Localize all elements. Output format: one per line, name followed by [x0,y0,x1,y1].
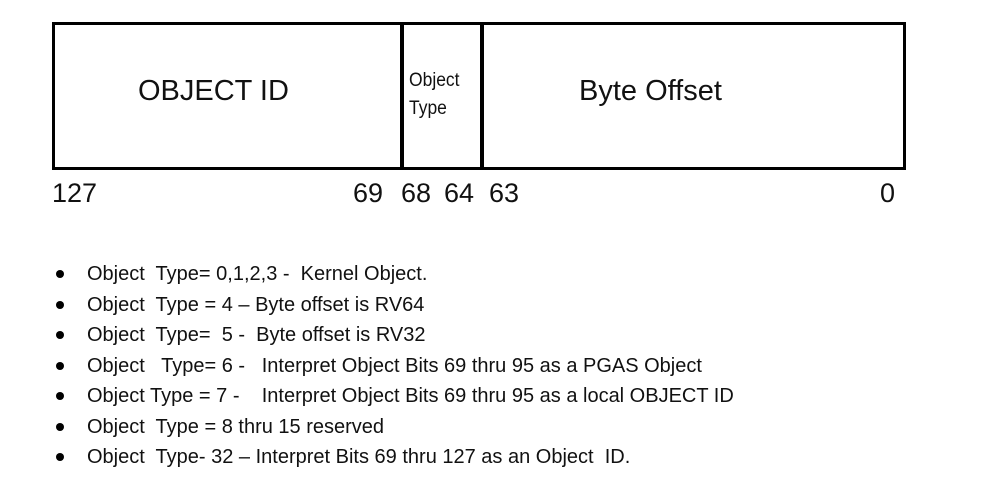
register-format-diagram: OBJECT ID Object Type Byte Offset [52,22,906,170]
bullet-icon [56,392,64,400]
byte-offset-field-label: Byte Offset [579,75,722,107]
bit-label-64: 64 [444,178,475,208]
bullet-icon [56,331,64,339]
object-type-label-line1: Object [409,70,460,91]
bit-label-69: 69 [353,178,384,208]
list-item: Object Type = 4 – Byte offset is RV64 [52,290,734,321]
list-item-text: Object Type= 5 - Byte offset is RV32 [87,324,426,346]
bit-label-63: 63 [489,178,520,208]
object-type-label-line2: Type [409,98,447,119]
bullet-icon [56,361,64,370]
list-item-text: Object Type = 8 thru 15 reserved [87,415,385,438]
bullet-icon [56,453,64,461]
object-type-list: Object Type= 0,1,2,3 - Kernel Object. Ob… [52,259,734,473]
bullet-icon [56,300,64,309]
list-item: Object Type = 7 - Interpret Object Bits … [52,381,734,412]
field-divider [480,25,484,167]
list-item-text: Object Type= 0,1,2,3 - Kernel Object. [87,263,428,285]
bullet-icon [56,270,64,278]
bit-label-127: 127 [52,178,98,208]
bullet-icon [56,422,64,431]
list-item-text: Object Type= 6 - Interpret Object Bits 6… [87,354,702,377]
bit-label-68: 68 [401,178,432,208]
list-item-text: Object Type = 4 – Byte offset is RV64 [87,293,425,316]
list-item-text: Object Type- 32 – Interpret Bits 69 thru… [87,446,631,468]
list-item-text: Object Type = 7 - Interpret Object Bits … [87,385,734,407]
list-item: Object Type = 8 thru 15 reserved [52,412,734,443]
list-item: Object Type= 5 - Byte offset is RV32 [52,320,734,351]
bit-label-0: 0 [880,178,896,208]
list-item: Object Type= 6 - Interpret Object Bits 6… [52,351,734,382]
list-item: Object Type= 0,1,2,3 - Kernel Object. [52,259,734,290]
object-type-field-label: Object Type [409,67,473,123]
list-item: Object Type- 32 – Interpret Bits 69 thru… [52,442,734,473]
object-id-field-label: OBJECT ID [138,75,289,107]
field-divider [400,25,404,167]
